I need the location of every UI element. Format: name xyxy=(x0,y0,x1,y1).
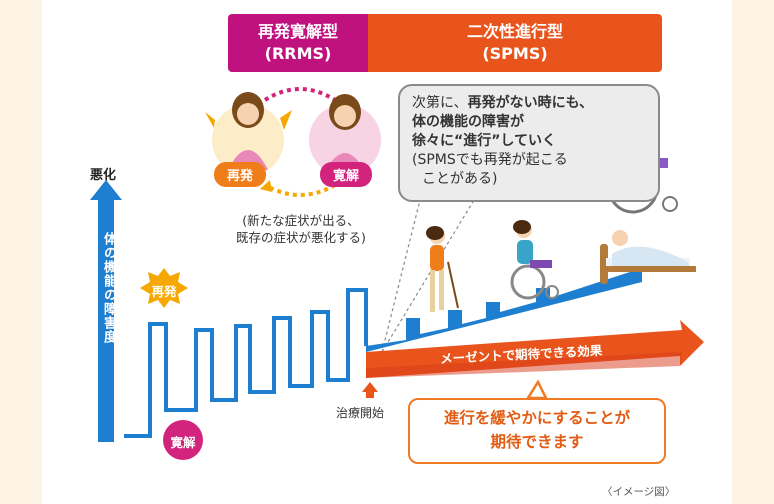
treatment-start-arrow-icon xyxy=(362,382,378,398)
remission-woman-icon xyxy=(309,94,381,176)
spms-line3-post: していく xyxy=(500,133,556,149)
callout-line1: 進行を緩やかにすることが xyxy=(443,409,631,427)
cycle-relapse-tag: 再発 xyxy=(214,162,266,187)
rrms-code: (RRMS) xyxy=(264,44,332,63)
spms-line1-pre: 次第に、 xyxy=(412,95,468,111)
spms-code: (SPMS) xyxy=(482,44,548,63)
effect-arrow-shade xyxy=(366,352,682,378)
walking-cane-woman-icon xyxy=(426,226,459,312)
treatment-start-label: 治療開始 xyxy=(336,406,385,420)
cycle-arrow-top xyxy=(263,87,337,102)
spms-line3-bold: “進行” xyxy=(454,133,501,149)
cycle-arrowhead-bottom xyxy=(260,180,272,192)
callout-pointer xyxy=(525,379,549,400)
spms-progression-ramp xyxy=(366,268,642,352)
spms-line4: (SPMSでも再発が起こる xyxy=(412,152,568,168)
remission-badge-icon xyxy=(163,420,203,460)
guide-line-left xyxy=(381,199,475,353)
axis-top-label: 悪化 xyxy=(90,168,117,183)
relapse-woman-icon xyxy=(205,92,292,176)
spms-description-box: 次第に、再発がない時にも、 体の機能の障害が 徐々に“進行”していく (SPMS… xyxy=(398,84,660,202)
relapse-badge-icon xyxy=(140,268,188,308)
cycle-note-line1: (新たな症状が出る、 xyxy=(242,213,360,228)
footnote: 〈イメージ図〉 xyxy=(602,486,676,498)
spms-line3-pre: 徐々に xyxy=(412,133,454,149)
effect-callout: 進行を緩やかにすることが 期待できます xyxy=(408,398,666,464)
cycle-note: (新たな症状が出る、 既存の症状が悪化する) xyxy=(226,212,376,246)
graph-remission-label: 寛解 xyxy=(170,435,196,450)
spms-line2-bold: 体の機能の障害が xyxy=(412,114,524,130)
spms-line1: 次第に、再発がない時にも、 xyxy=(412,94,646,113)
spms-title: 二次性進行型 xyxy=(466,22,563,41)
cycle-arrow-bottom xyxy=(264,183,336,197)
cycle-note-line2: 既存の症状が悪化する) xyxy=(236,230,366,245)
wheelchair-woman-icon xyxy=(510,220,559,300)
vertical-axis-arrow xyxy=(90,180,122,442)
graph-relapse-label: 再発 xyxy=(151,284,177,299)
rrms-title: 再発寛解型 xyxy=(257,22,338,41)
spms-line5: ことがある) xyxy=(422,171,498,187)
relapse-remission-line xyxy=(124,288,368,438)
effect-arrow xyxy=(366,320,704,378)
cycle-remission-tag: 寛解 xyxy=(320,162,372,187)
spms-line2: 体の機能の障害が xyxy=(412,113,646,132)
bed-patient-icon xyxy=(600,230,696,284)
spms-header: 二次性進行型 (SPMS) xyxy=(368,14,662,72)
axis-vertical-label: 体の機能の障害度 xyxy=(101,232,116,344)
spms-line3: 徐々に“進行”していく xyxy=(412,132,646,151)
rrms-header: 再発寛解型 (RRMS) xyxy=(228,14,368,72)
callout-line2: 期待できます xyxy=(490,433,584,451)
spms-line1-bold: 再発がない時にも、 xyxy=(467,95,594,111)
guide-line-right xyxy=(381,199,421,353)
